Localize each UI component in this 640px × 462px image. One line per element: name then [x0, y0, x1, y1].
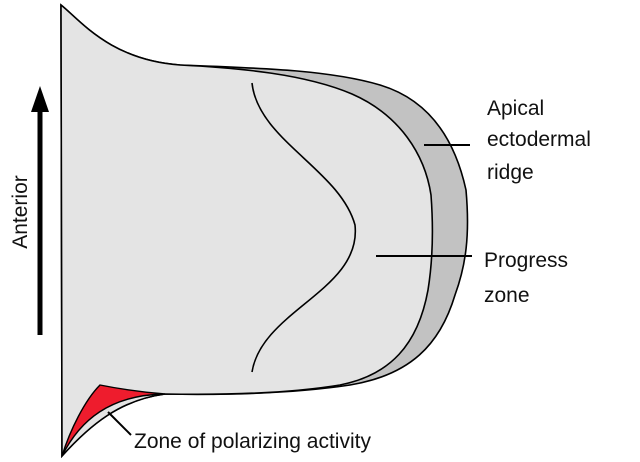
limb-bud-shape	[60, 3, 434, 459]
zpa-shape	[61, 384, 166, 457]
aer-label-line1: Apical	[487, 97, 544, 120]
anterior-label: Anterior	[9, 175, 32, 249]
arrow-head-icon	[31, 86, 49, 112]
progress-zone-boundary	[251, 82, 356, 373]
progress-zone-label-line2: zone	[484, 284, 530, 307]
aer-label-line3: ridge	[487, 161, 534, 184]
aer-label-line2: ectodermal	[487, 128, 591, 151]
zpa-label: Zone of polarizing activity	[134, 430, 371, 453]
anterior-arrow	[31, 86, 49, 335]
zpa-leader-line	[107, 411, 132, 436]
progress-zone-label-line1: Progress	[484, 249, 568, 272]
